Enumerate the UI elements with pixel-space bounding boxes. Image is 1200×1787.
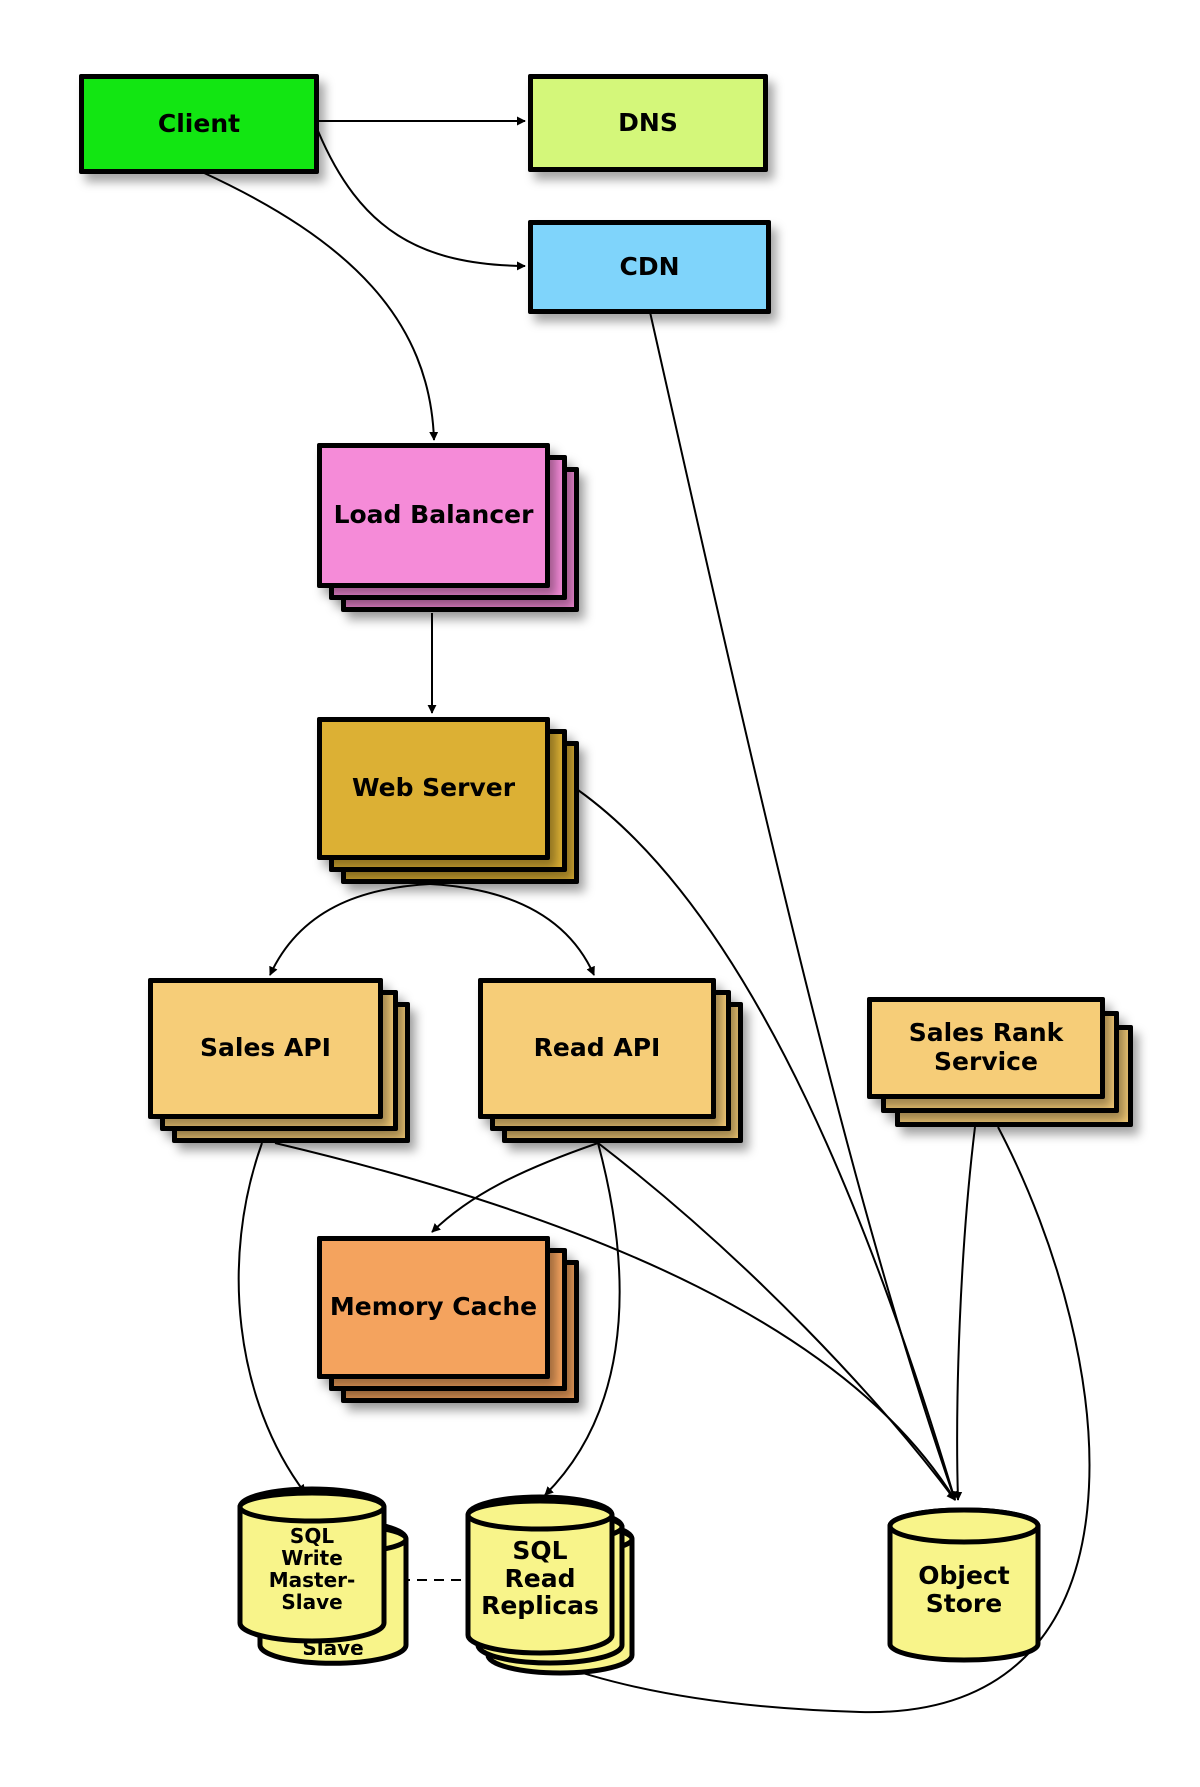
edge-client-cdn — [317, 130, 526, 271]
edge-sales-rank-object-store — [953, 1126, 976, 1501]
cdn-label: CDN — [619, 251, 680, 281]
sql-write-label: SQL Write Master- Slave — [268, 1524, 356, 1614]
load-balancer-node: Load Balancer — [317, 443, 582, 615]
edge-client-load-balancer — [201, 171, 439, 441]
sql-write-cylinders — [237, 1486, 409, 1666]
sales-rank-service-node: Sales Rank Service — [867, 997, 1135, 1132]
web-server-node: Web Server — [317, 717, 582, 887]
cdn-box: CDN — [528, 220, 771, 314]
edge-web-server-object-store — [577, 789, 957, 1501]
sql-read-node: SQL Read Replicas — [465, 1494, 636, 1677]
web-server-label: Web Server — [351, 773, 516, 803]
dns-box: DNS — [528, 74, 768, 172]
edge-web-server-read-api — [429, 883, 595, 976]
client-node: Client — [79, 74, 319, 174]
sales-rank-service-label: Sales Rank Service — [908, 1018, 1064, 1076]
sql-write-node: Slave SQL Write Master- Slave — [237, 1486, 409, 1667]
dns-node: DNS — [528, 74, 768, 172]
load-balancer-box: Load Balancer — [317, 443, 550, 588]
sql-read-label: SQL Read Replicas — [481, 1536, 599, 1620]
edge-cdn-object-store — [649, 311, 957, 1501]
edge-read-api-object-store — [597, 1142, 956, 1501]
object-store-cylinder — [887, 1507, 1041, 1663]
read-api-node: Read API — [478, 978, 746, 1146]
memory-cache-node: Memory Cache — [317, 1236, 582, 1406]
edge-read-api-sql-read — [544, 1142, 621, 1496]
cdn-node: CDN — [528, 220, 771, 314]
web-server-box: Web Server — [317, 717, 550, 860]
sql-write-front-cylinder — [237, 1486, 387, 1644]
memory-cache-box: Memory Cache — [317, 1236, 550, 1379]
client-box: Client — [79, 74, 319, 174]
edge-sales-rank-sql-read — [549, 1126, 1091, 1714]
sql-read-front-top — [465, 1498, 615, 1532]
dns-label: DNS — [618, 107, 678, 137]
sales-rank-service-box: Sales Rank Service — [867, 997, 1105, 1099]
edge-read-api-memory-cache — [431, 1142, 599, 1233]
client-label: Client — [157, 108, 241, 138]
read-api-box: Read API — [478, 978, 716, 1119]
edge-web-server-sales-api — [269, 883, 431, 976]
object-store-top — [887, 1507, 1041, 1545]
sales-api-node: Sales API — [148, 978, 413, 1146]
sales-api-box: Sales API — [148, 978, 383, 1119]
object-store-label: Object Store — [918, 1561, 1010, 1618]
sales-api-label: Sales API — [200, 1033, 331, 1063]
read-api-label: Read API — [533, 1033, 661, 1063]
object-store-node: Object Store — [887, 1506, 1047, 1666]
memory-cache-label: Memory Cache — [329, 1292, 538, 1322]
sql-read-front-cylinder — [465, 1494, 615, 1656]
sql-write-back-label: Slave — [302, 1637, 364, 1655]
sql-read-cylinders — [465, 1494, 635, 1676]
load-balancer-label: Load Balancer — [333, 500, 534, 530]
sql-write-front-top — [237, 1490, 387, 1524]
edge-sales-api-sql-write — [237, 1142, 306, 1494]
edge-sales-api-object-store — [274, 1142, 956, 1501]
